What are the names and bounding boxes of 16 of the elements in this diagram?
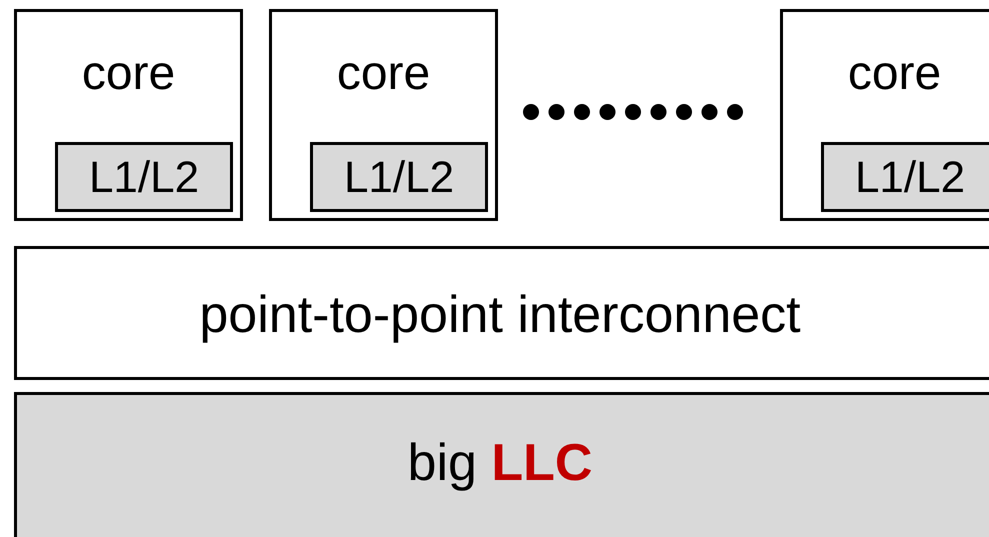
core-box [780, 9, 989, 221]
cache-label: L1/L2 [344, 156, 454, 200]
core-box [14, 9, 243, 221]
core-label: core [848, 50, 942, 98]
cache-box [55, 142, 233, 212]
cache-box [821, 142, 989, 212]
llc-label: big LLC [408, 437, 592, 489]
llc-block [14, 392, 989, 537]
core-label: core [336, 50, 430, 98]
cache-label: L1/L2 [88, 156, 200, 200]
core-label: core [82, 50, 176, 98]
cache-box [310, 142, 488, 212]
interconnect-label: point-to-point interconnect [199, 289, 801, 341]
cache-label: L1/L2 [854, 156, 966, 200]
interconnect-bar [14, 246, 989, 380]
core-box [269, 9, 498, 221]
